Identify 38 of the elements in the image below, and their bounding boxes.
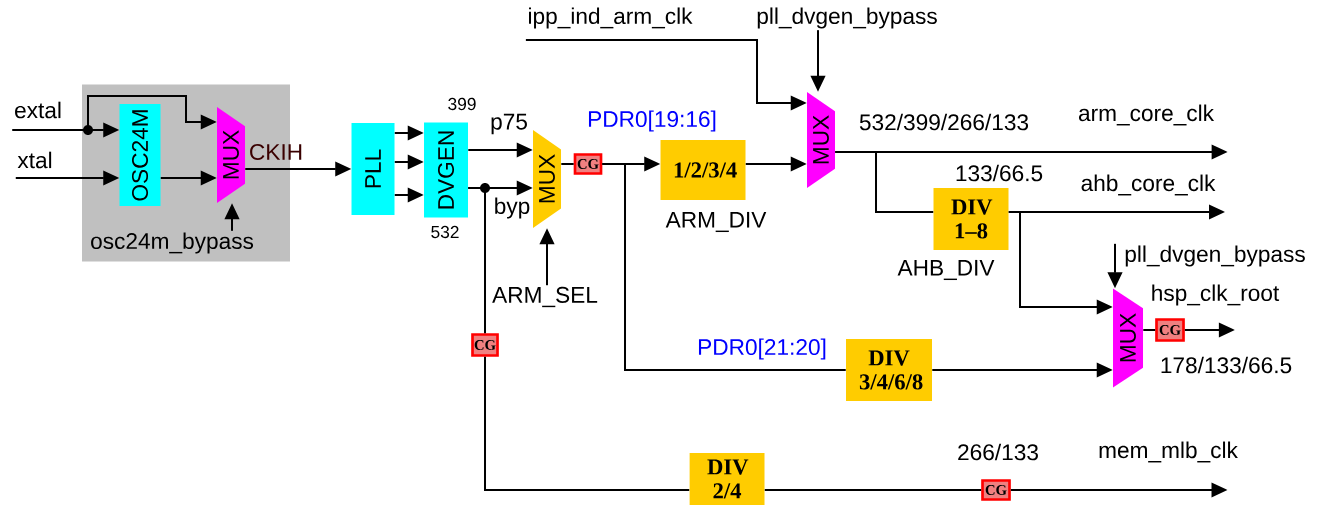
clock-gate-box: CG (981, 479, 1011, 501)
edge-label: 532/399/266/133 (859, 113, 1029, 131)
edge-label: 178/133/66.5 (1161, 356, 1292, 374)
signal-label: ahb_core_clk (1081, 174, 1216, 196)
clock-gate-box: CG (573, 153, 603, 175)
signal-label: hsp_clk_root (1152, 284, 1280, 306)
edge-label: p75 (491, 113, 527, 135)
edge-label: byp (495, 197, 530, 219)
block-label: 532 (431, 225, 459, 239)
edge-label: 133/66.5 (956, 164, 1043, 182)
signal-label: pll_dvgen_bypass (757, 7, 937, 29)
signal-label: xtal (17, 151, 52, 169)
connector-line (467, 187, 486, 335)
edge-label: 266/133 (958, 443, 1038, 461)
connector-line (763, 489, 983, 491)
signal-label: extal (15, 101, 61, 119)
register-label: PDR0[21:20] (699, 338, 826, 360)
connector-line (484, 355, 691, 491)
block-label: AHB_DIV (897, 259, 995, 281)
signal-label: ARM_SEL (492, 286, 598, 308)
signal-label: osc24m_bypass (91, 232, 254, 254)
signal-label: pll_dvgen_bypass (1125, 245, 1305, 267)
connector-line (834, 151, 935, 213)
connector-line (560, 163, 575, 165)
block-label: ARM_DIV (665, 211, 767, 233)
edge-label: CKIH (250, 143, 302, 161)
block-box: PLL (351, 123, 395, 215)
block-box: DVGEN (424, 122, 468, 218)
signal-label: ipp_ind_arm_clk (529, 7, 693, 29)
block-label: 399 (448, 97, 476, 111)
signal-label: arm_core_clk (1078, 104, 1215, 126)
block-box: OSC24M (119, 104, 161, 206)
connector-line (1142, 329, 1157, 331)
register-label: PDR0[19:16] (589, 110, 716, 132)
signal-label: mem_mlb_clk (1099, 441, 1238, 463)
clock-gate-box: CG (471, 333, 499, 357)
clock-gate-box: CG (1155, 318, 1185, 342)
connector-line (601, 163, 847, 371)
